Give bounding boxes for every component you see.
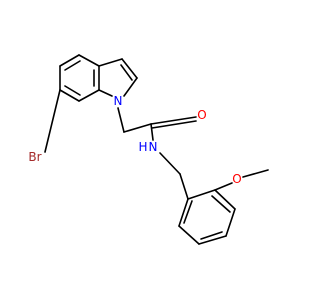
bond-c6-c7-inner bbox=[64, 85, 81, 96]
bond-ar-inner-2 bbox=[200, 231, 223, 240]
bond-ar-ome bbox=[214, 182, 233, 191]
bond-c3a-c4 bbox=[78, 54, 100, 67]
bond-layer bbox=[44, 54, 269, 245]
amide-nitrogen-label: N bbox=[149, 140, 158, 154]
amide-hydrogen-label: H bbox=[138, 140, 147, 154]
bond-c7-c7a bbox=[78, 89, 100, 102]
bond-ar2-ar3 bbox=[214, 189, 236, 210]
bond-ar4-ar5 bbox=[198, 235, 227, 245]
methoxy-oxygen-label: O bbox=[232, 172, 241, 186]
bond-ch2-co bbox=[123, 123, 152, 133]
bond-o-me bbox=[242, 169, 269, 178]
bromine-label: Br bbox=[28, 150, 41, 164]
bond-ar3-ar4 bbox=[225, 208, 236, 237]
bond-c4-c5 bbox=[59, 54, 80, 67]
bond-n1-ch2 bbox=[117, 107, 125, 133]
bond-ch2-ar bbox=[179, 173, 189, 200]
atom-label-layer: Br N O N H O bbox=[28, 94, 241, 186]
carbonyl-oxygen-label: O bbox=[197, 108, 206, 122]
molecule-diagram: Br N O N H O bbox=[28, 54, 269, 245]
bond-c6-br bbox=[44, 89, 61, 153]
bond-co-o-b bbox=[151, 120, 197, 129]
bond-c6-c7 bbox=[59, 89, 80, 102]
bond-ar6-ar1 bbox=[178, 198, 189, 227]
bond-ar1-ar2 bbox=[187, 189, 216, 200]
indole-nitrogen-label: N bbox=[114, 94, 123, 108]
bond-c2-n1 bbox=[123, 77, 138, 97]
bond-n1-c7a bbox=[98, 89, 113, 97]
bond-ar-inner-1 bbox=[211, 195, 231, 213]
bond-co-nh bbox=[150, 123, 154, 141]
bond-c4-c5-inner bbox=[64, 60, 81, 71]
bond-ar-inner-3 bbox=[183, 200, 193, 224]
bond-c3-c2 bbox=[121, 58, 138, 79]
bond-c3-c2-inner bbox=[120, 64, 133, 81]
bond-co-o-a bbox=[150, 116, 197, 125]
bond-c3a-c3 bbox=[98, 58, 123, 67]
bond-nh-ch2 bbox=[159, 152, 181, 175]
structure-canvas: Br N O N H O bbox=[28, 54, 269, 245]
bond-ar5-ar6 bbox=[178, 225, 200, 245]
